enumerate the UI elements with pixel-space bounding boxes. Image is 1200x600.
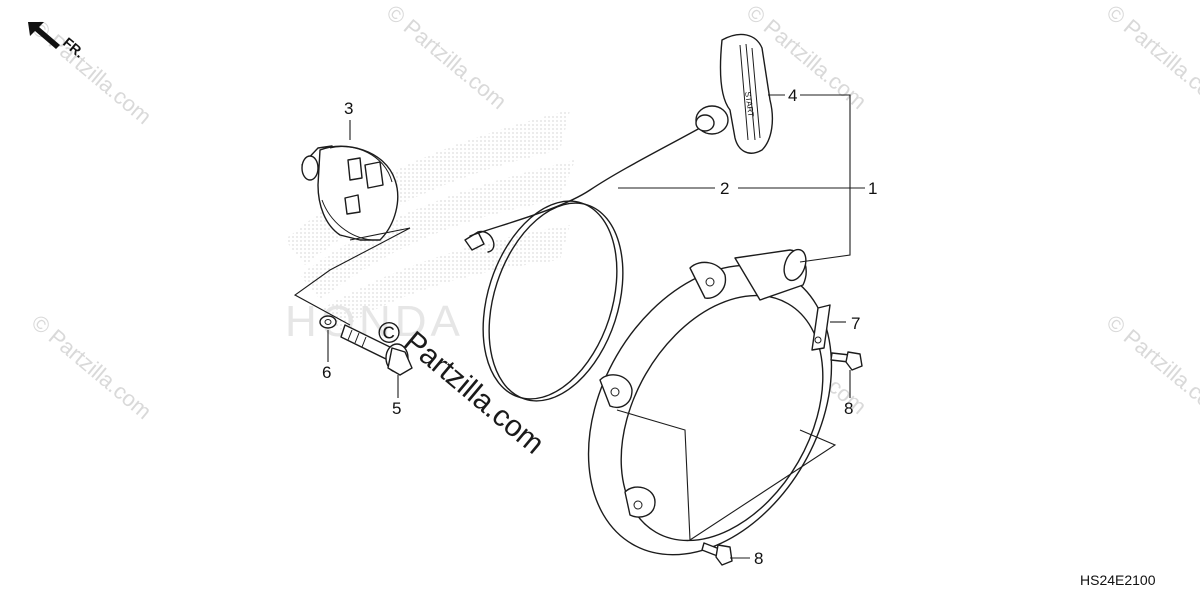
callout-1: 1 — [868, 179, 877, 198]
callout-2: 2 — [720, 179, 729, 198]
handle-imprint: START — [743, 91, 755, 118]
callout-6: 6 — [322, 363, 331, 382]
callout-8-lower: 8 — [754, 549, 763, 568]
assembly-outline — [293, 227, 411, 326]
watermark-text: © Partzilla.com — [1102, 310, 1200, 424]
watermark-text: © Partzilla.com — [1102, 0, 1200, 114]
center-watermark-text: Partzilla.com — [398, 325, 551, 461]
watermark-text: © Partzilla.com — [382, 0, 512, 114]
starter-handle-part: START — [695, 33, 774, 154]
leader-lines — [327, 94, 865, 559]
watermark-text: © Partzilla.com — [27, 310, 157, 424]
callout-4: 4 — [788, 86, 797, 105]
flange-bolt-part — [340, 324, 413, 376]
assembly-outline — [616, 409, 837, 541]
watermark-text: © Partzilla.com — [27, 15, 157, 129]
callout-5: 5 — [392, 399, 401, 418]
washer-part — [319, 315, 337, 329]
bolt-part — [701, 542, 733, 566]
bolt-part — [830, 351, 863, 371]
starter-housing-part — [587, 248, 833, 556]
callout-8-upper: 8 — [844, 399, 853, 418]
front-direction-arrow-icon — [28, 22, 60, 49]
callout-3: 3 — [344, 99, 353, 118]
rope-guide-clip-part — [811, 304, 831, 351]
ratchet-cam-part — [301, 145, 399, 241]
recoil-rope-part — [464, 127, 701, 402]
center-copyright-mark: © — [378, 317, 400, 350]
diagram-code: HS24E2100 — [1080, 572, 1156, 588]
callout-7: 7 — [851, 314, 860, 333]
